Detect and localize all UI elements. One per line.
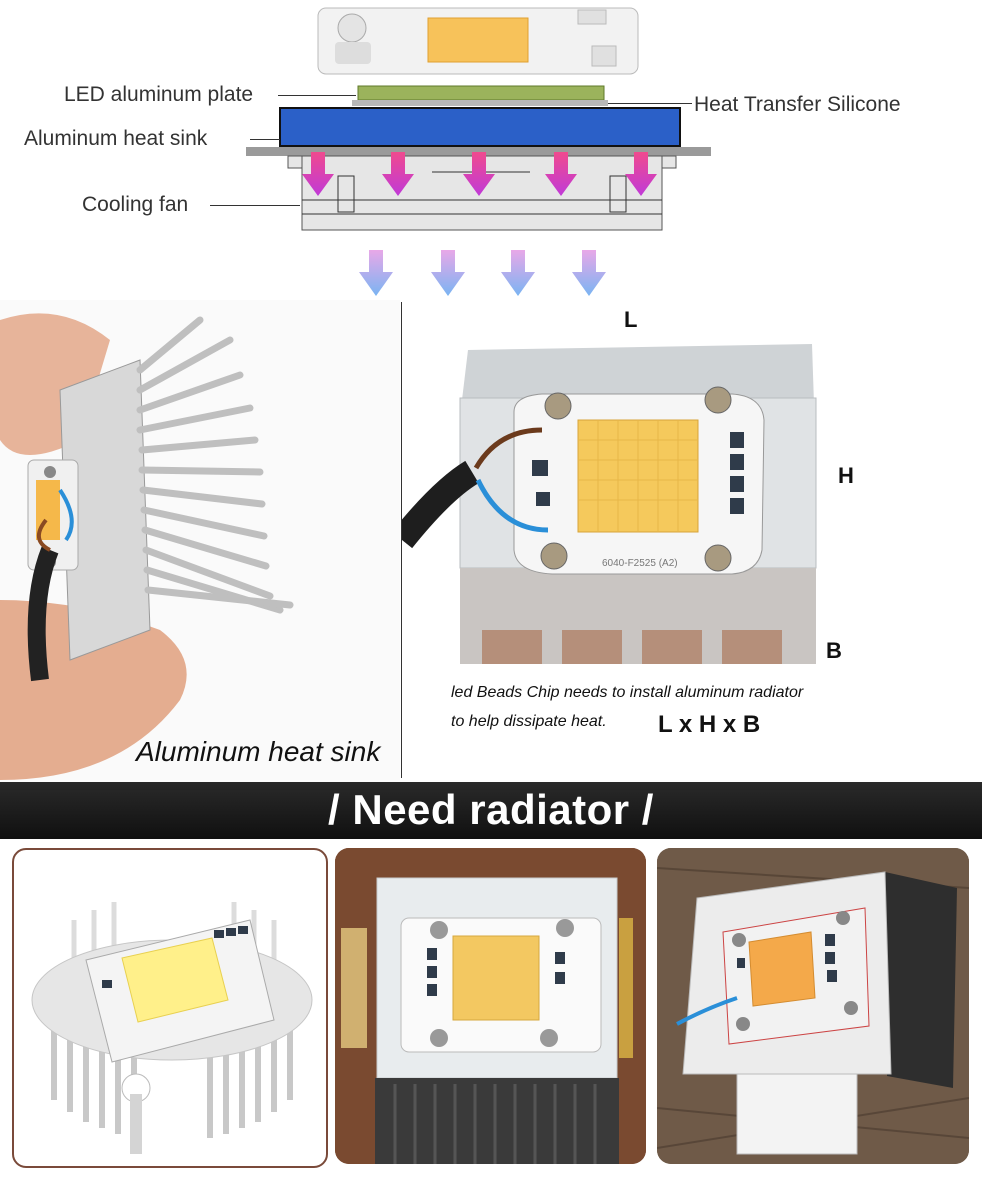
led-plate-layer	[357, 85, 605, 101]
radiator-example-card-2	[335, 848, 646, 1164]
leader-heat-sink	[250, 139, 280, 140]
leader-cooling-fan	[210, 205, 300, 206]
airflow-arrows-blue	[359, 250, 606, 296]
leader-led-plate	[278, 95, 356, 96]
silicone-layer	[352, 100, 608, 106]
heatsink-illustration	[0, 313, 294, 780]
chip-print-text: 6040-F2525 (A2)	[602, 558, 678, 569]
radiator-example-card-3	[657, 848, 969, 1164]
base-plate	[246, 147, 711, 156]
cooling-layers-diagram	[246, 7, 711, 296]
vertical-divider	[401, 302, 402, 778]
label-led-plate: LED aluminum plate	[64, 83, 254, 106]
label-heat-transfer: Heat Transfer Silicone	[694, 93, 901, 116]
install-note-line2: to help dissipate heat.	[451, 713, 607, 730]
radiator-example-card-1	[12, 848, 328, 1168]
led-module-top	[317, 7, 639, 75]
dimension-label-h: H	[838, 463, 854, 488]
chip-on-heatsink-photo: 6040-F2525 (A2)	[402, 344, 817, 664]
heat-sink-layer	[279, 107, 681, 147]
need-radiator-banner: / Need radiator /	[0, 782, 982, 839]
banner-title: / Need radiator /	[328, 786, 654, 833]
tilted-heatsink-image	[657, 848, 969, 1164]
leader-heat-transfer	[608, 103, 692, 104]
install-note-line1: led Beads Chip needs to install aluminum…	[451, 684, 804, 701]
dimension-label-l: L	[624, 307, 638, 332]
label-cooling-fan: Cooling fan	[82, 193, 189, 216]
dimension-formula: L x H x B	[658, 711, 761, 738]
left-photo-caption: Aluminum heat sink	[136, 736, 381, 767]
label-heat-sink: Aluminum heat sink	[24, 127, 208, 150]
hand-heatsink-photo: Aluminum heat sink	[0, 300, 400, 780]
heat-arrows-magenta	[302, 152, 657, 196]
square-heatsink-image	[335, 848, 646, 1164]
round-heatsink-image	[31, 902, 313, 1154]
dimension-label-b: B	[826, 638, 842, 663]
